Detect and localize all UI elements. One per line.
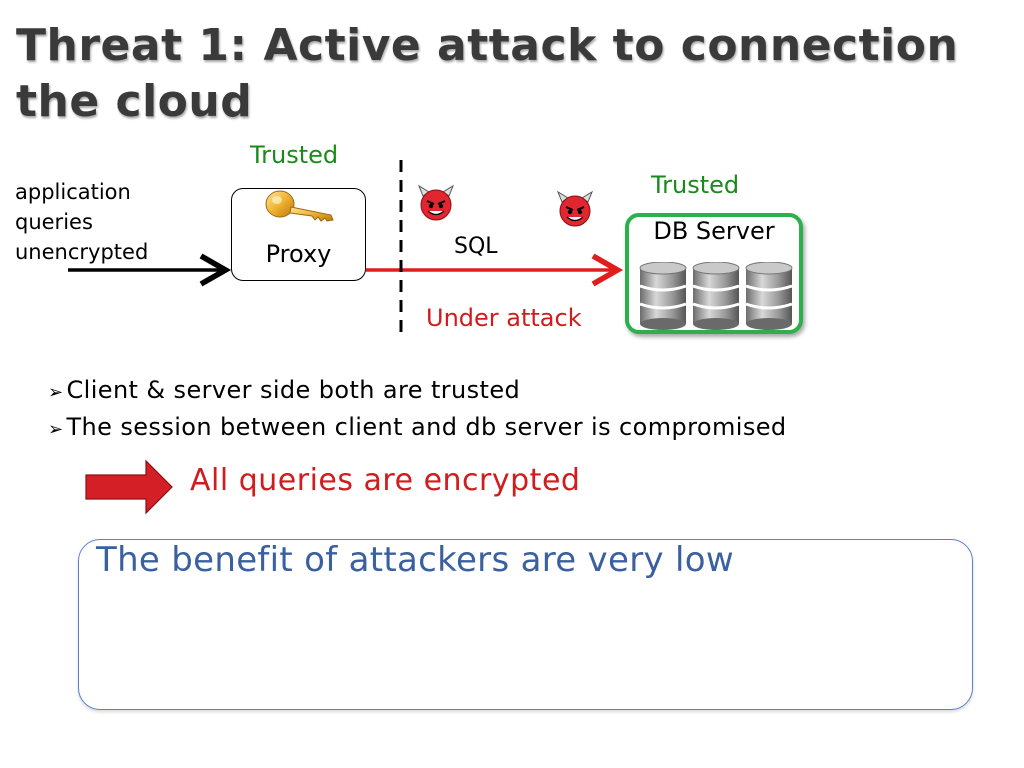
devil-icon [417, 184, 455, 221]
bullet-item: ➢Client & server side both are trusted [48, 373, 787, 410]
conclusion-text: All queries are encrypted [190, 463, 581, 498]
key-icon [265, 190, 334, 222]
database-icon [692, 262, 740, 330]
slide-title: Threat 1: Active attack to connection th… [16, 20, 959, 127]
database-icon [745, 262, 793, 330]
devil-icon [556, 190, 594, 227]
database-icon [639, 262, 687, 330]
bullet-list: ➢Client & server side both are trusted ➢… [48, 373, 787, 447]
red-arrow-icon [85, 459, 173, 515]
proxy-node [231, 188, 366, 281]
client-trusted-label: Trusted [250, 141, 339, 169]
benefit-callout [78, 539, 973, 710]
under-attack-label: Under attack [426, 304, 582, 332]
arrow-bullet-icon: ➢ [48, 419, 64, 440]
proxy-label: Proxy [265, 240, 332, 268]
database-icons [639, 262, 793, 330]
arrow-bullet-icon: ➢ [48, 382, 64, 403]
bullet-text: Client & server side both are trusted [66, 376, 521, 404]
server-trusted-label: Trusted [651, 171, 740, 199]
app-label-line: queries [15, 210, 93, 234]
app-label-line: unencrypted [15, 240, 149, 264]
application-queries-label: application queries unencrypted [15, 177, 148, 267]
sql-label: SQL [454, 234, 498, 259]
app-label-line: application [15, 180, 131, 204]
benefit-text: The benefit of attackers are very low [96, 540, 734, 580]
db-server-label: DB Server [653, 217, 775, 245]
bullet-item: ➢The session between client and db serve… [48, 410, 787, 447]
bullet-text: The session between client and db server… [66, 413, 787, 441]
